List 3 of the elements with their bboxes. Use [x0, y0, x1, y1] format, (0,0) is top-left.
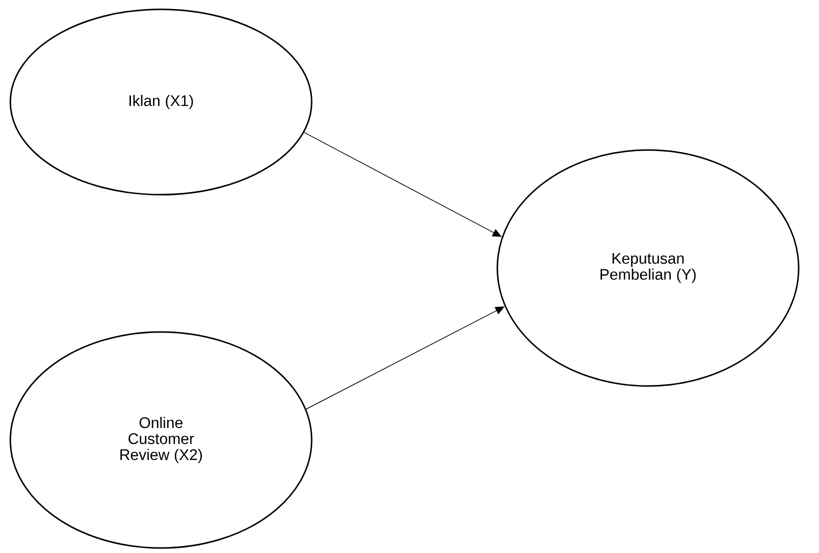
ellipse-node: Online Customer Review (X2) [10, 331, 312, 549]
ellipse-node: Iklan (X1) [10, 8, 312, 196]
ellipse-node: Keputusan Pembelian (Y) [496, 149, 800, 387]
